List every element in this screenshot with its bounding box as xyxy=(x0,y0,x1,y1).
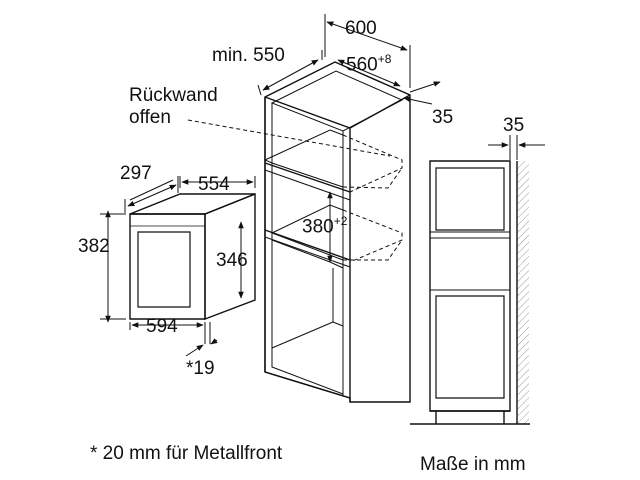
cabinet-back-gap-label: 35 xyxy=(432,107,454,128)
cabinet-width-inner-label: 560+8 xyxy=(346,52,392,76)
footnote: * 20 mm für Metallfront xyxy=(90,443,283,464)
cabinet-width-inner-value: 560 xyxy=(346,54,378,76)
cabinet-width-outer-label: 600 xyxy=(345,18,377,39)
back-wall-label-line2: offen xyxy=(129,107,171,128)
microwave-width-top-label: 554 xyxy=(198,174,230,195)
microwave-side-face xyxy=(205,194,255,319)
side-view-drawing xyxy=(410,161,530,424)
side-view-gap-label: 35 xyxy=(503,115,525,136)
microwave-drawing xyxy=(130,194,255,319)
cabinet-min-depth-label: min. 550 xyxy=(212,45,285,66)
side-view-dimensions xyxy=(488,135,545,160)
microwave-depth-label: 297 xyxy=(120,163,152,184)
microwave-front-offset-label: *19 xyxy=(186,358,215,379)
cabinet-dimensions xyxy=(258,14,441,263)
cabinet-niche-height-tolerance: +2 xyxy=(333,214,348,228)
side-cabinet xyxy=(430,161,510,411)
cabinet-niche-height-label: 380+2 xyxy=(302,214,348,238)
microwave-door-window xyxy=(138,232,190,307)
back-wall-label-line1: Rückwand xyxy=(129,85,218,106)
wall-hatch xyxy=(517,161,529,424)
microwave-height-outer-label: 382 xyxy=(78,236,110,257)
cabinet-width-inner-tolerance: +8 xyxy=(377,52,392,66)
cabinet-open-back xyxy=(188,120,402,262)
microwave-height-inner-label: 346 xyxy=(216,250,248,271)
microwave-dimensions xyxy=(100,176,255,356)
microwave-front-face xyxy=(130,214,205,319)
microwave-width-bottom-label: 594 xyxy=(146,316,178,337)
units-note: Maße in mm xyxy=(420,454,526,475)
cabinet-niche-height-value: 380 xyxy=(302,216,334,238)
